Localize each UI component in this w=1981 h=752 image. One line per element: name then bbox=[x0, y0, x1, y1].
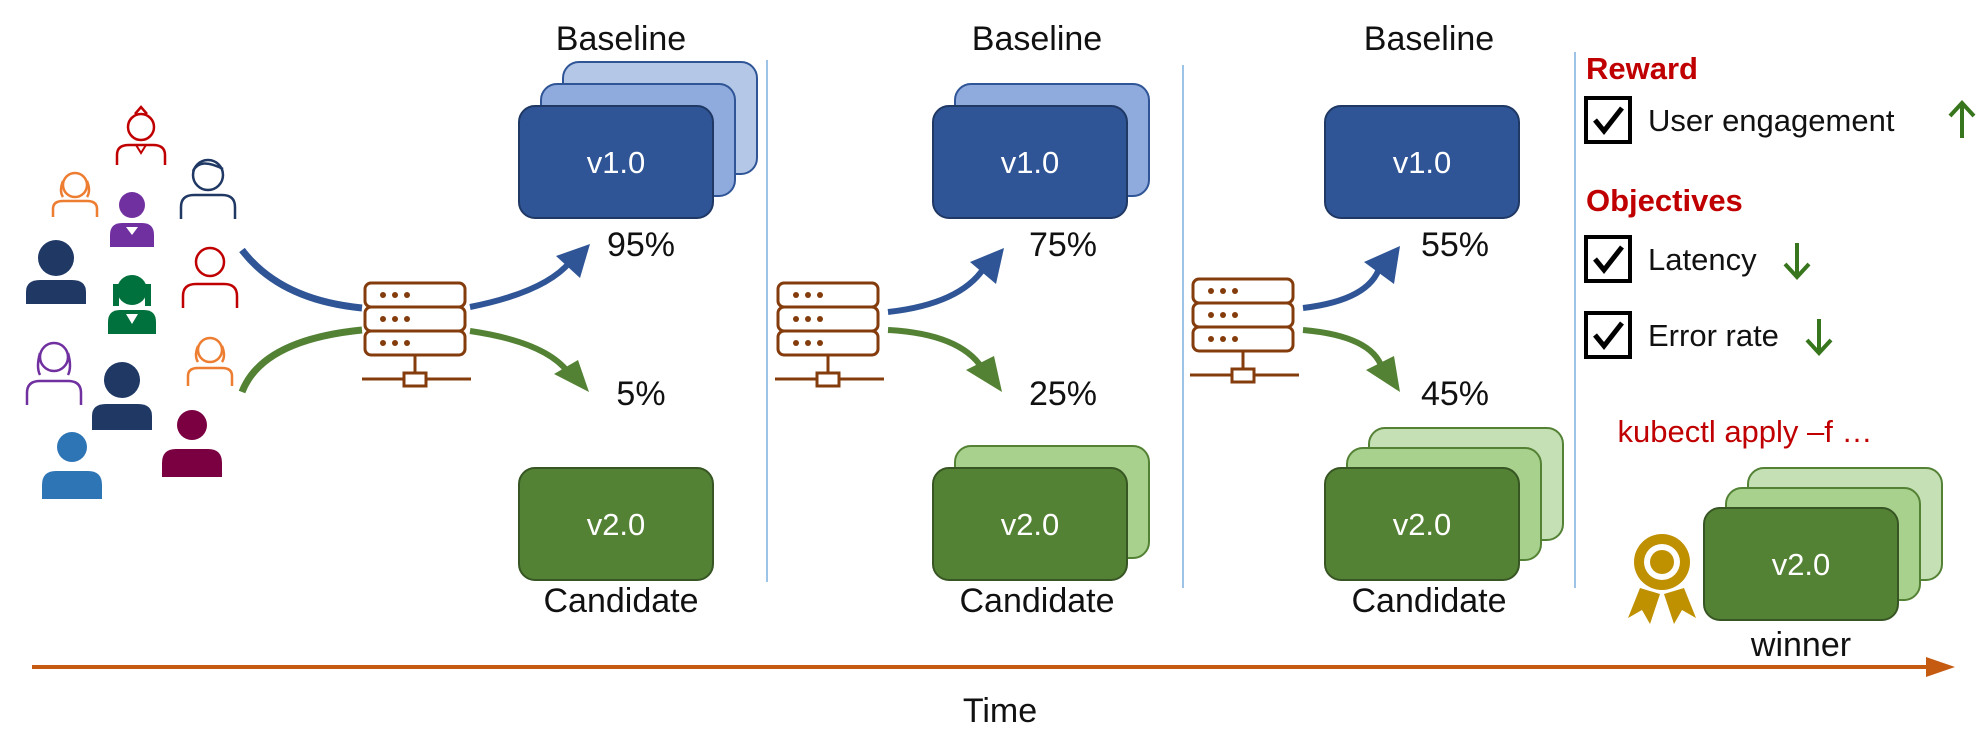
baseline-stack: v1.0 bbox=[932, 83, 1150, 219]
candidate-label: Candidate bbox=[959, 582, 1114, 620]
metrics-panel: Reward User engagement Objectives Latenc… bbox=[1584, 51, 1976, 664]
candidate-label: Candidate bbox=[1351, 582, 1506, 620]
incoming-traffic-curve bbox=[238, 326, 363, 394]
user-icon bbox=[110, 192, 154, 247]
candidate-arrowhead bbox=[1366, 356, 1400, 392]
candidate-percent: 45% bbox=[1421, 375, 1489, 413]
user-icon bbox=[179, 158, 237, 219]
baseline-percent: 95% bbox=[607, 226, 675, 264]
candidate-arrowhead bbox=[966, 356, 1002, 392]
user-icon bbox=[92, 362, 152, 430]
deploy-command: kubectl apply –f … bbox=[1617, 414, 1872, 449]
award-ribbon-icon bbox=[1628, 534, 1696, 624]
checkbox-checked bbox=[1584, 235, 1632, 283]
user-icon bbox=[186, 336, 234, 386]
baseline-label: Baseline bbox=[1364, 20, 1494, 58]
baseline-percent: 55% bbox=[1421, 226, 1489, 264]
baseline-arrowhead bbox=[1364, 246, 1400, 284]
user-icon bbox=[162, 410, 222, 477]
baseline-label: Baseline bbox=[972, 20, 1102, 58]
winner-version: v2.0 bbox=[1772, 547, 1831, 582]
baseline-traffic-arrow bbox=[469, 260, 573, 310]
candidate-version: v2.0 bbox=[1001, 507, 1060, 542]
arrow-down-icon bbox=[1805, 319, 1833, 356]
candidate-traffic-arrow bbox=[1302, 327, 1385, 370]
candidate-box bbox=[932, 467, 1128, 581]
baseline-traffic-arrow bbox=[887, 266, 987, 315]
incoming-traffic-curve bbox=[239, 247, 363, 312]
candidate-percent: 25% bbox=[1029, 375, 1097, 413]
user-icon bbox=[25, 341, 83, 405]
timeline-axis bbox=[32, 657, 1955, 677]
baseline-traffic-arrow bbox=[1302, 264, 1383, 311]
arrow-up-icon bbox=[1948, 100, 1976, 138]
candidate-version: v2.0 bbox=[587, 507, 646, 542]
baseline-label: Baseline bbox=[556, 20, 686, 58]
user-icon bbox=[181, 246, 239, 308]
candidate-label: Candidate bbox=[543, 582, 698, 620]
objective-item-label: Latency bbox=[1648, 242, 1757, 277]
baseline-box bbox=[932, 105, 1128, 219]
baseline-percent: 75% bbox=[1029, 226, 1097, 264]
user-icon bbox=[51, 171, 99, 217]
candidate-version: v2.0 bbox=[1393, 507, 1452, 542]
winner-stack: v2.0 bbox=[1703, 467, 1943, 621]
candidate-traffic-arrow bbox=[887, 327, 985, 370]
user-icon bbox=[108, 275, 156, 334]
candidate-arrowhead bbox=[554, 360, 589, 392]
winner-label: winner bbox=[1750, 626, 1851, 664]
baseline-arrowhead bbox=[970, 248, 1004, 284]
candidate-percent: 5% bbox=[616, 375, 665, 413]
timeline-label: Time bbox=[963, 692, 1037, 730]
stage-3: v1.0 Baseline 55% 45% v2.0 Candidate bbox=[1190, 20, 1564, 620]
candidate-stack: v2.0 bbox=[1324, 427, 1564, 581]
baseline-version: v1.0 bbox=[1001, 145, 1060, 180]
baseline-box bbox=[1324, 105, 1520, 219]
objectives-heading: Objectives bbox=[1586, 183, 1743, 218]
baseline-arrowhead bbox=[556, 244, 590, 278]
router-icon bbox=[775, 281, 884, 388]
candidate-box bbox=[518, 467, 714, 581]
objective-item-label: Error rate bbox=[1648, 318, 1779, 353]
user-icon bbox=[42, 432, 102, 499]
reward-item-label: User engagement bbox=[1648, 103, 1895, 138]
stage-2: v1.0 Baseline 75% 25% v2.0 Candidate bbox=[775, 20, 1150, 620]
baseline-stack: v1.0 bbox=[518, 61, 758, 219]
baseline-version: v1.0 bbox=[587, 145, 646, 180]
baseline-stack: v1.0 bbox=[1324, 105, 1520, 219]
baseline-box bbox=[518, 105, 714, 219]
router-icon bbox=[1190, 277, 1299, 384]
checkbox-checked bbox=[1584, 96, 1632, 144]
reward-heading: Reward bbox=[1586, 51, 1698, 86]
candidate-traffic-arrow bbox=[469, 328, 571, 374]
router-icon bbox=[362, 281, 471, 388]
user-icon bbox=[26, 240, 86, 304]
candidate-box bbox=[1324, 467, 1520, 581]
candidate-stack: v2.0 bbox=[518, 467, 714, 581]
arrow-down-icon bbox=[1783, 243, 1811, 280]
candidate-stack: v2.0 bbox=[932, 445, 1150, 581]
stage-1: v1.0 Baseline 95% 5% v2.0 Candidate bbox=[362, 20, 758, 620]
baseline-version: v1.0 bbox=[1393, 145, 1452, 180]
winner-box bbox=[1703, 507, 1899, 621]
users-group bbox=[25, 105, 239, 499]
user-icon bbox=[115, 105, 167, 165]
checkbox-checked bbox=[1584, 311, 1632, 359]
